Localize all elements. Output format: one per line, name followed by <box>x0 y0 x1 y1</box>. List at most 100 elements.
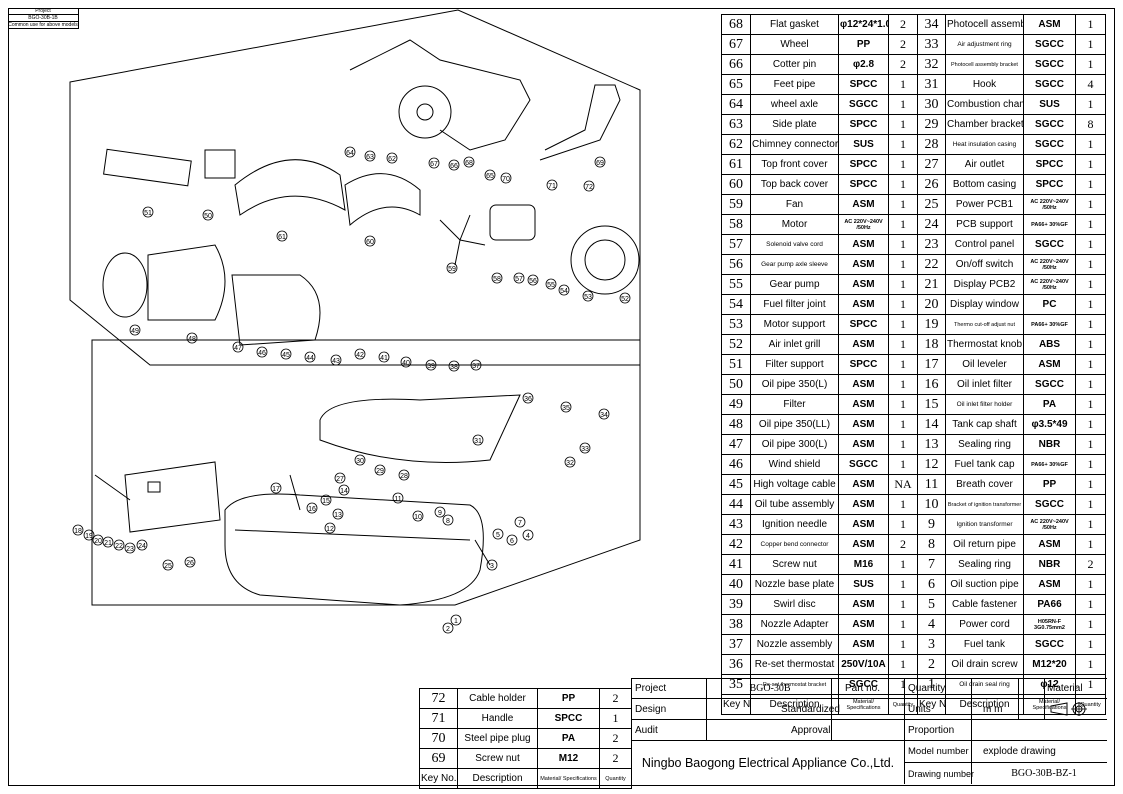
part-material: SPCC <box>838 354 889 375</box>
callout-bubble: 2 <box>442 622 454 634</box>
part-key-no: 70 <box>419 728 458 749</box>
part-key-no: 17 <box>917 354 946 375</box>
callout-bubble: 14 <box>338 484 350 496</box>
svg-text:53: 53 <box>584 294 592 301</box>
svg-text:28: 28 <box>400 473 408 480</box>
part-description: Control panel <box>945 234 1024 255</box>
header-description: Description <box>457 768 538 789</box>
svg-text:6: 6 <box>510 538 514 545</box>
callout-bubble: 66 <box>448 159 460 171</box>
part-material: φ2.8 <box>838 54 889 75</box>
part-material: PA66+ 30%GF <box>1023 214 1076 235</box>
part-description: Oil tube assembly <box>750 494 839 515</box>
svg-text:49: 49 <box>131 328 139 335</box>
callout-bubble: 70 <box>500 172 512 184</box>
display-window-shape <box>147 481 161 493</box>
svg-text:36: 36 <box>524 396 532 403</box>
svg-text:65: 65 <box>486 173 494 180</box>
svg-text:15: 15 <box>322 498 330 505</box>
callout-bubble: 19 <box>83 529 95 541</box>
callout-bubble: 46 <box>256 346 268 358</box>
part-material: H05RN-F 3G0.75mm2 <box>1023 614 1076 635</box>
part-material: ASM <box>838 474 889 495</box>
part-description: Thermo cut-off adjust nut <box>945 314 1024 335</box>
part-description: Motor support <box>750 314 839 335</box>
part-material: ASM <box>838 234 889 255</box>
part-material: ASM <box>838 514 889 535</box>
svg-text:69: 69 <box>596 160 604 167</box>
svg-text:71: 71 <box>548 183 556 190</box>
part-key-no: 57 <box>721 234 751 255</box>
callout-bubble: 63 <box>364 150 376 162</box>
leader-lines <box>94 474 491 566</box>
part-quantity: 1 <box>888 434 918 455</box>
header-material: Material/ Specifications <box>838 694 889 715</box>
company-name: Ningbo Baogong Electrical Appliance Co.,… <box>641 755 895 770</box>
part-material: M12 <box>537 748 600 769</box>
header-material: Material/ Specifications <box>1023 694 1076 715</box>
callout-bubble: 57 <box>513 272 525 284</box>
part-quantity: 1 <box>1075 174 1106 195</box>
project-box-note: Common use for above models <box>8 22 78 28</box>
part-quantity: 1 <box>1075 234 1106 255</box>
svg-text:40: 40 <box>402 360 410 367</box>
part-material: AC 220V~240V /50Hz <box>838 214 889 235</box>
project-box-label: Project <box>8 8 78 15</box>
part-quantity: 1 <box>1075 534 1106 555</box>
part-key-no: 47 <box>721 434 751 455</box>
part-material: SGCC <box>1023 54 1076 75</box>
part-description: Top front cover <box>750 154 839 175</box>
part-material: AC 220V~240V /50Hz <box>1023 254 1076 275</box>
part-material: ASM <box>838 534 889 555</box>
part-description: Top back cover <box>750 174 839 195</box>
part-description: Oil leveler <box>945 354 1024 375</box>
part-quantity: 1 <box>888 574 918 595</box>
callout-bubble: 23 <box>124 542 136 554</box>
callout-bubble: 69 <box>594 156 606 168</box>
part-quantity: 1 <box>1075 434 1106 455</box>
svg-text:38: 38 <box>450 364 458 371</box>
feet-frame <box>349 39 531 151</box>
callout-bubble: 27 <box>334 472 346 484</box>
callout-bubble: 39 <box>425 359 437 371</box>
callout-bubble: 61 <box>276 230 288 242</box>
part-key-no: 32 <box>917 54 946 75</box>
part-key-no: 41 <box>721 554 751 575</box>
callout-bubble: 52 <box>619 292 631 304</box>
part-material: ASM <box>838 634 889 655</box>
svg-text:58: 58 <box>493 276 501 283</box>
title-block: Project BGO-30B Part no. Quantity Materi… <box>631 678 1107 784</box>
part-quantity: 1 <box>888 634 918 655</box>
part-description: Swirl disc <box>750 594 839 615</box>
part-description: Fuel filter joint <box>750 294 839 315</box>
part-key-no: 26 <box>917 174 946 195</box>
part-quantity: 1 <box>1075 34 1106 55</box>
callout-bubble: 6 <box>506 534 518 546</box>
part-material: SPCC <box>838 114 889 135</box>
callout-bubble: 44 <box>304 351 316 363</box>
part-key-no: 22 <box>917 254 946 275</box>
part-key-no: 49 <box>721 394 751 415</box>
part-quantity: 1 <box>1075 614 1106 635</box>
part-key-no: 2 <box>917 654 946 675</box>
project-value: BGO-30B <box>749 682 791 694</box>
part-material: PC <box>1023 294 1076 315</box>
callout-bubble: 1 <box>450 614 462 626</box>
callout-bubble: 62 <box>386 152 398 164</box>
part-key-no: 39 <box>721 594 751 615</box>
part-quantity: 1 <box>1075 94 1106 115</box>
part-description: Feet pipe <box>750 74 839 95</box>
part-description: Copper bend connector <box>750 534 839 555</box>
part-description: Solenoid valve cord <box>750 234 839 255</box>
header-quantity: Quantity <box>1075 694 1106 715</box>
